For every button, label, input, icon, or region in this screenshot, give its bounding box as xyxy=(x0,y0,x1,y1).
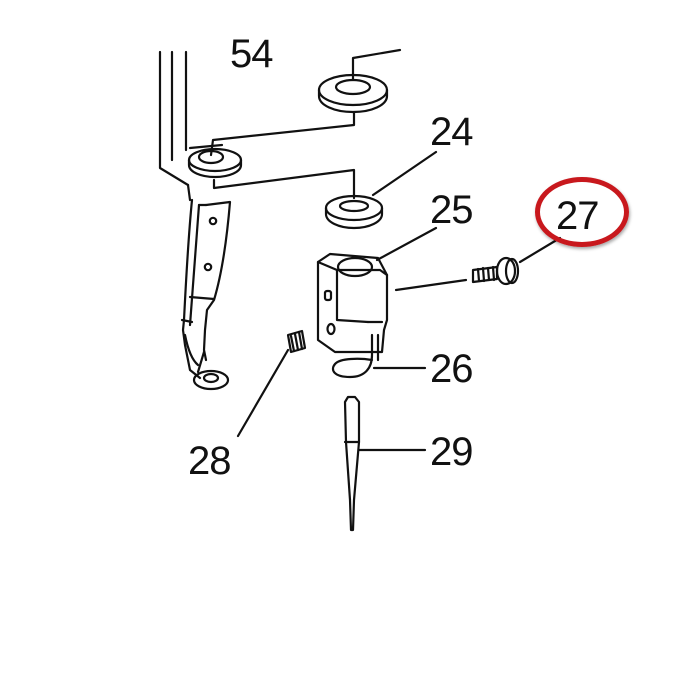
part-label-26: 26 xyxy=(430,347,473,391)
washer-54 xyxy=(317,48,402,114)
part-label-29: 29 xyxy=(430,430,473,474)
highlight-circle xyxy=(535,177,629,247)
washer-24 xyxy=(324,150,438,230)
thread-guide-26 xyxy=(331,333,427,379)
part-label-24: 24 xyxy=(430,110,473,154)
needle-29 xyxy=(343,395,427,532)
frame-washer xyxy=(187,111,356,200)
part-label-27: 27 xyxy=(556,194,599,238)
needle-bar-frame xyxy=(158,50,232,391)
part-label-54: 54 xyxy=(230,32,273,76)
clamp-screw-27 xyxy=(471,236,562,286)
needle-clamp-block xyxy=(316,226,468,354)
part-label-28: 28 xyxy=(188,439,231,483)
part-label-25: 25 xyxy=(430,188,473,232)
set-screw-28 xyxy=(236,329,307,438)
